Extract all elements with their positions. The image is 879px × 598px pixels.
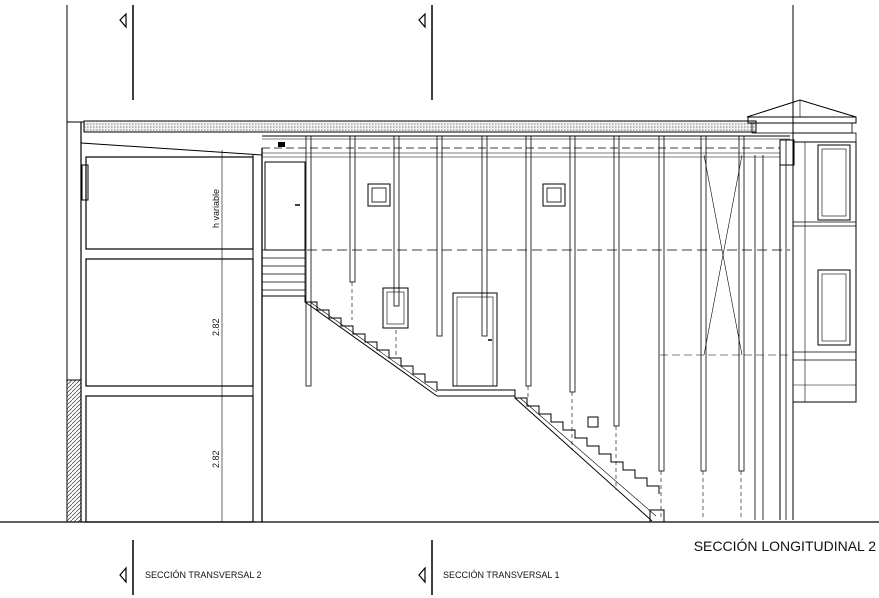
section-label-transversal-2: SECCIÓN TRANSVERSAL 2 [145, 570, 262, 580]
right-facade [746, 99, 857, 403]
section-cut-arrow-icon [418, 5, 433, 100]
bottom-section-markers: SECCIÓN TRANSVERSAL 2 SECCIÓN TRANSVERSA… [119, 540, 560, 595]
left-building [66, 121, 263, 523]
dimension-bottom-floor: 2.82 [211, 450, 221, 468]
staircase [262, 295, 665, 523]
dimension-middle-floor: 2.82 [211, 318, 221, 336]
section-cut-arrow-icon [119, 540, 134, 595]
openings [367, 183, 599, 428]
hanging-rods [305, 135, 745, 472]
top-section-markers [119, 5, 433, 100]
dimension-top-floor: h variable [211, 189, 221, 228]
right-column [703, 140, 787, 520]
section-cut-arrow-icon [119, 5, 134, 100]
door [452, 292, 498, 387]
section-label-transversal-1: SECCIÓN TRANSVERSAL 1 [443, 570, 560, 580]
hidden-lines [351, 282, 790, 520]
drawing-title: SECCIÓN LONGITUDINAL 2 [694, 538, 877, 554]
property-lines [66, 5, 794, 520]
section-cut-arrow-icon [418, 540, 433, 595]
dimension-labels: h variable 2.82 2.82 [211, 189, 221, 468]
